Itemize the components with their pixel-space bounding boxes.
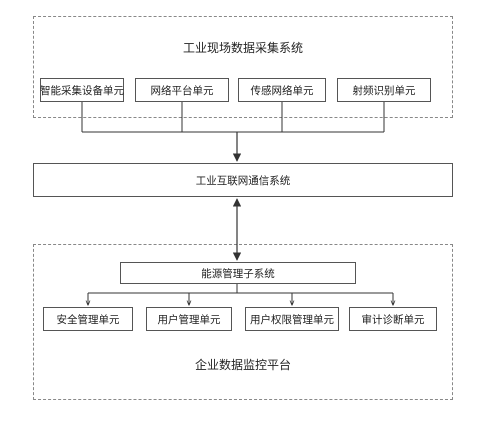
industrial-internet-communication-system: 工业互联网通信系统 [33, 163, 453, 197]
data-collection-system-group [33, 16, 453, 118]
unit-smart-collection-device: 智能采集设备单元 [40, 78, 124, 102]
enterprise-monitoring-platform-group [33, 244, 453, 400]
unit-network-platform: 网络平台单元 [135, 78, 229, 102]
data-collection-system-title: 工业现场数据采集系统 [182, 41, 303, 55]
top-connectors [81, 102, 385, 162]
unit-rfid: 射频识别单元 [337, 78, 431, 102]
unit-user-management: 用户管理单元 [146, 307, 232, 331]
enterprise-monitoring-platform-title: 企业数据监控平台 [194, 358, 291, 372]
unit-sensor-network: 传感网络单元 [238, 78, 326, 102]
unit-user-permission-management: 用户权限管理单元 [245, 307, 339, 331]
energy-management-subsystem: 能源管理子系统 [120, 262, 356, 284]
unit-security-management: 安全管理单元 [43, 307, 133, 331]
subsystem-to-unit-connectors [88, 284, 393, 305]
unit-audit-diagnosis: 审计诊断单元 [349, 307, 437, 331]
